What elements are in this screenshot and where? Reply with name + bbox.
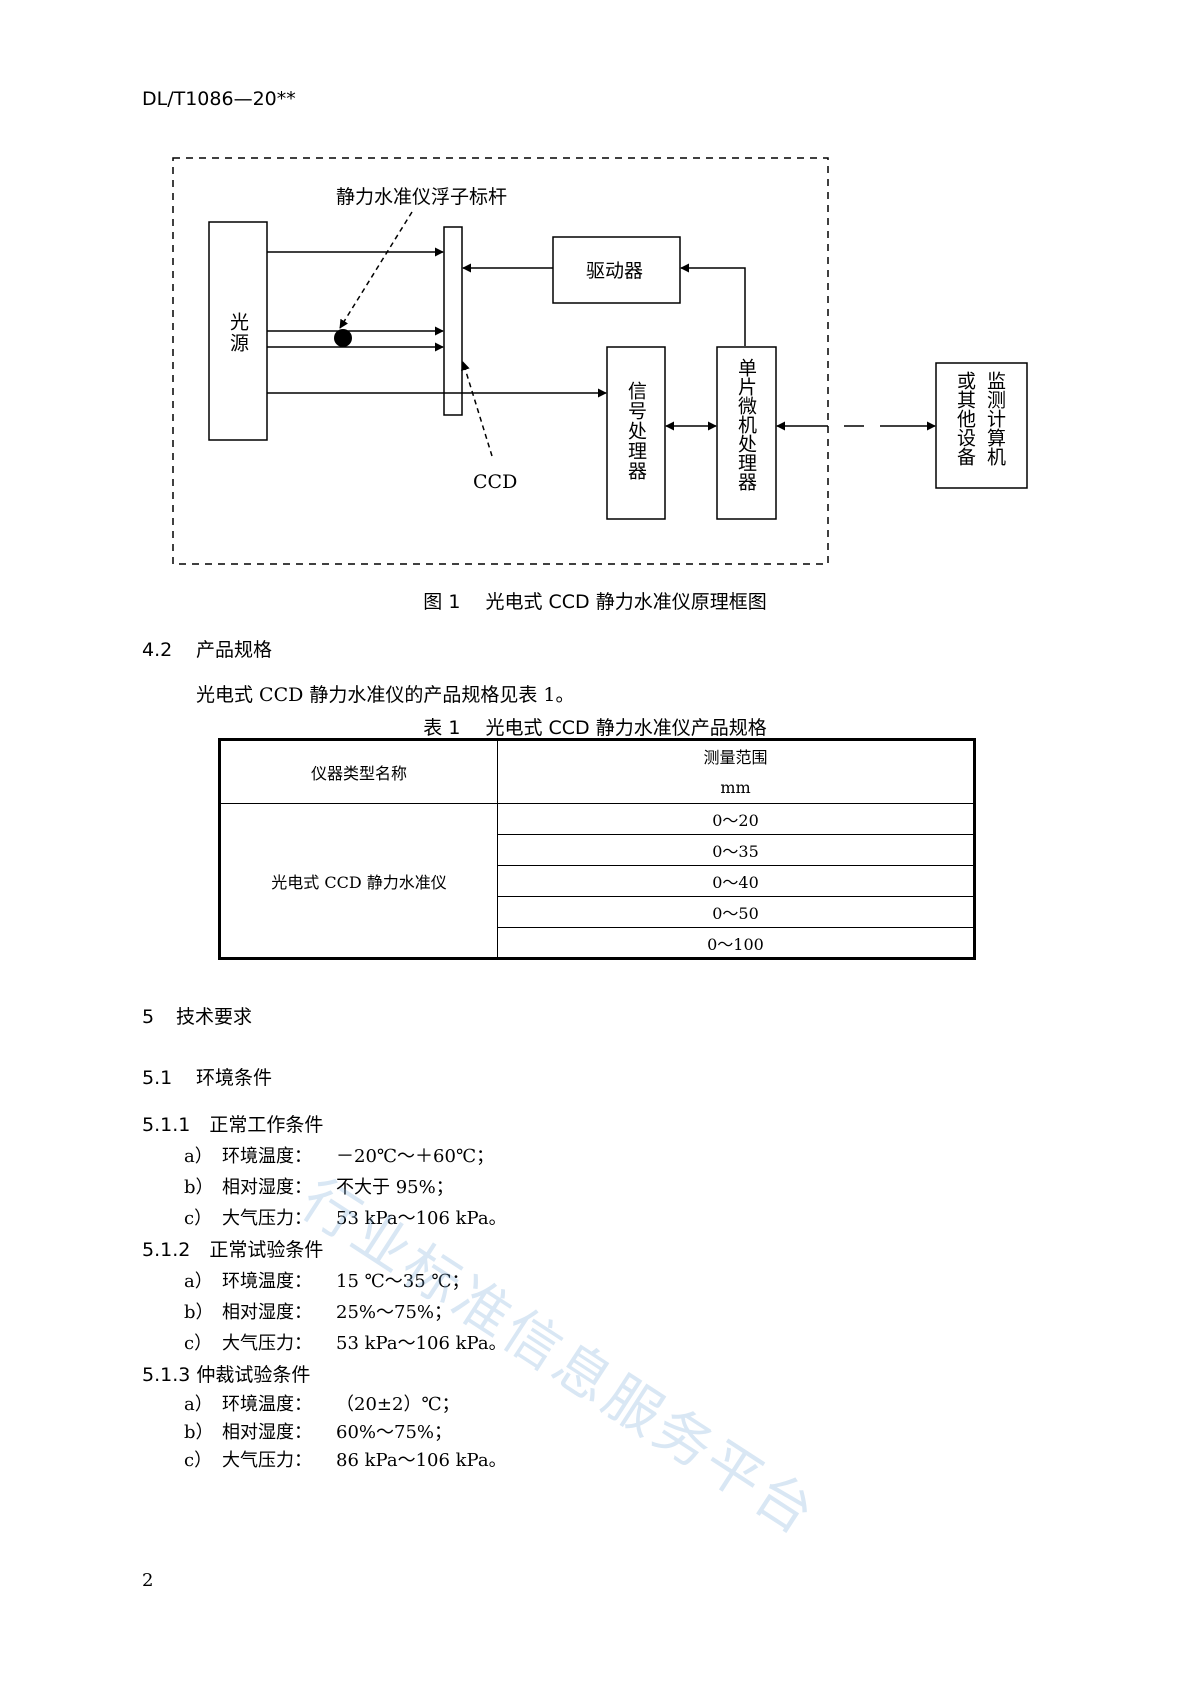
section-5-1-1-heading: 5.1.1 正常工作条件 (142, 1114, 324, 1136)
instrument-name-cell: 光电式 CCD 静力水准仪 (219, 803, 498, 959)
condition-item: a）环境温度：－20℃～＋60℃； (184, 1146, 495, 1167)
float-rod-label: 静力水准仪浮子标杆 (336, 186, 507, 208)
section-5-1-heading: 5.1 环境条件 (142, 1063, 272, 1090)
section-5-1-3-heading: 5.1.3 仲裁试验条件 (142, 1364, 311, 1386)
range-cell: 0～35 (497, 834, 975, 866)
section-5-heading: 5 技术要求 (142, 1002, 252, 1029)
mcu-to-driver-link (680, 263, 746, 346)
table-row: 0～35 (220, 834, 975, 866)
condition-item: a）环境温度：15 ℃～35 ℃； (184, 1271, 470, 1292)
computer-box (935, 362, 1028, 489)
header-unit: mm (497, 771, 975, 804)
section-number: 5.1 (142, 1067, 173, 1089)
signal-processor-box (606, 346, 666, 520)
watermark: 行业标准信息服务平台 (289, 1167, 829, 1549)
table-header-row: 仪器类型名称 测量范围 (219, 739, 975, 804)
ccd-leader (461, 361, 493, 457)
document-code: DL/T1086—20** (142, 88, 296, 110)
driver-label: 驱动器 (586, 260, 643, 282)
range-cell: 0～20 (497, 803, 975, 835)
float-dot (334, 329, 352, 347)
condition-item: c）大气压力：53 kPa～106 kPa。 (184, 1208, 507, 1229)
table-row: 0～50 (220, 896, 975, 928)
header-instrument-type: 仪器类型名称 (219, 739, 498, 804)
section-title: 产品规格 (196, 639, 273, 661)
section-4-2-paragraph: 光电式 CCD 静力水准仪的产品规格见表 1。 (196, 684, 575, 706)
section-number: 4.2 (142, 639, 173, 661)
float-rod-box (443, 226, 463, 416)
page-number: 2 (142, 1570, 154, 1591)
range-cell: 0～50 (497, 896, 975, 928)
condition-item: c）大气压力：53 kPa～106 kPa。 (184, 1333, 507, 1354)
light-source-label: 光源 (227, 312, 249, 354)
range-cell: 0～40 (497, 865, 975, 897)
header-range: 测量范围 (497, 739, 975, 772)
range-cell: 0～100 (497, 927, 975, 959)
spec-table: 仪器类型名称 测量范围 mm 光电式 CCD 静力水准仪 0～20 0～35 0… (218, 738, 976, 960)
mcu-label: 单片微机处理器 (735, 358, 757, 491)
computer-label-col1: 或其他设备 (954, 371, 976, 466)
condition-item: b）相对湿度：不大于 95%； (184, 1177, 454, 1198)
section-title: 环境条件 (196, 1067, 273, 1089)
system-boundary (172, 157, 829, 565)
condition-item: b）相对湿度：60%～75%； (184, 1422, 453, 1443)
table-row: 光电式 CCD 静力水准仪 0～20 (219, 803, 975, 959)
signal-processor-label: 信号处理器 (625, 381, 647, 481)
table-caption: 表 1 光电式 CCD 静力水准仪产品规格 (423, 717, 767, 739)
table-row: 0～100 (220, 927, 975, 959)
condition-item: c）大气压力：86 kPa～106 kPa。 (184, 1450, 507, 1471)
section-5-1-2-heading: 5.1.2 正常试验条件 (142, 1239, 324, 1261)
figure-caption: 图 1 光电式 CCD 静力水准仪原理框图 (423, 591, 767, 613)
float-rod-leader (339, 211, 413, 329)
mcu-box (716, 346, 777, 520)
section-number: 5 (142, 1006, 155, 1028)
condition-item: a）环境温度：（20±2）℃； (184, 1394, 460, 1415)
driver-box (552, 236, 681, 304)
condition-item: b）相对湿度：25%～75%； (184, 1302, 453, 1323)
section-title: 技术要求 (176, 1006, 253, 1028)
section-4-2-heading: 4.2 产品规格 (142, 635, 272, 662)
block-diagram: 光源 静力水准仪浮子标杆 CCD 驱动器 信号处理器 单片微机处理器 监测计算机… (172, 157, 1028, 565)
computer-label-col2: 监测计算机 (984, 371, 1006, 466)
ccd-label: CCD (473, 471, 517, 493)
